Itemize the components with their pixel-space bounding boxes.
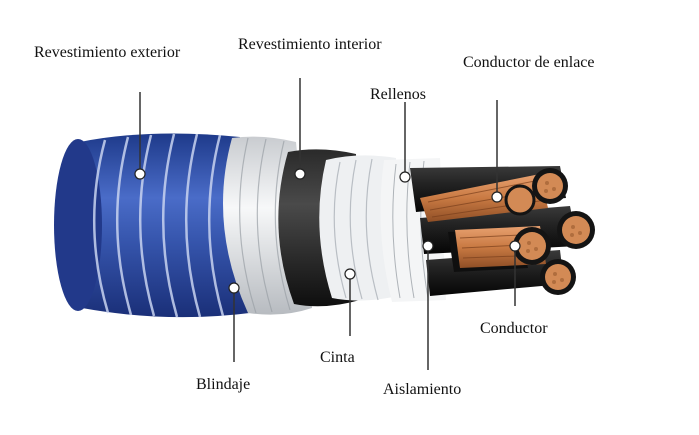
dot-bonding-conductor — [491, 191, 503, 203]
label-shield: Blindaje — [196, 376, 251, 393]
label-inner-sheath: Revestimiento interior — [238, 36, 382, 53]
dot-conductor — [509, 240, 521, 252]
tape-layer — [319, 155, 398, 301]
dot-inner-sheath — [294, 168, 306, 180]
dot-shield — [228, 282, 240, 294]
copper-conductors — [420, 168, 595, 295]
label-tape: Cinta — [320, 349, 355, 366]
dot-insulation — [422, 240, 434, 252]
dot-fillers — [399, 171, 411, 183]
label-outer-sheath: Revestimiento exterior — [34, 44, 181, 61]
leader-lines — [139, 78, 516, 370]
label-insulation: Aislamiento — [383, 381, 462, 398]
dot-outer-sheath — [134, 168, 146, 180]
marker-dots — [134, 168, 521, 294]
label-bonding-conductor: Conductor de enlace — [463, 54, 595, 71]
outer-sheath — [54, 133, 258, 318]
dot-tape — [344, 268, 356, 280]
label-conductor: Conductor — [480, 320, 548, 337]
label-fillers: Rellenos — [370, 86, 426, 103]
